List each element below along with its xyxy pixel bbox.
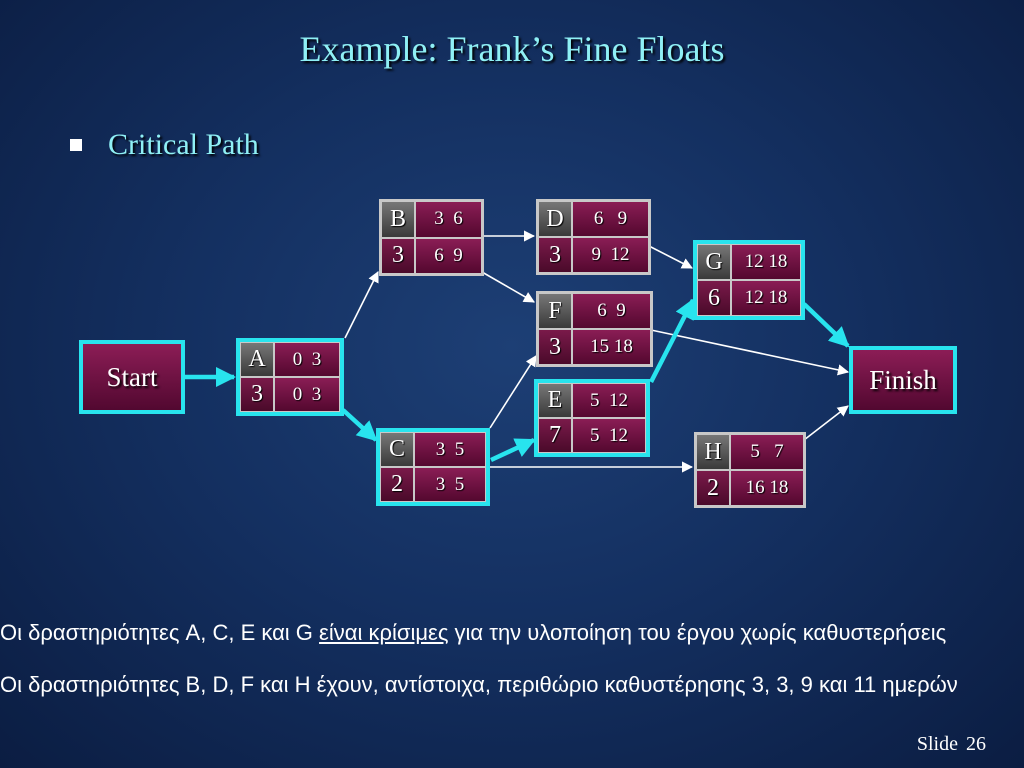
activity-late-times: 3 5 xyxy=(414,467,486,502)
start-label: Start xyxy=(106,361,158,392)
activity-duration: 2 xyxy=(380,467,414,502)
finish-node: Finish xyxy=(849,346,957,414)
finish-label: Finish xyxy=(869,364,937,395)
arrow-c-e xyxy=(490,437,536,463)
start-node: Start xyxy=(79,340,185,414)
arrow-c-f xyxy=(489,355,537,429)
activity-node-d: D 6 9 3 9 12 xyxy=(536,199,651,275)
activity-early-times: 5 12 xyxy=(572,383,646,418)
arrow-h-finish xyxy=(803,405,849,441)
activity-early-times: 0 3 xyxy=(274,342,340,377)
activity-letter: H xyxy=(696,434,730,470)
note-critical-activities: Οι δραστηριότητες A, C, E και G είναι κρ… xyxy=(0,620,1024,646)
activity-letter: C xyxy=(380,432,414,467)
slide-footer: Slide 26 xyxy=(917,733,986,756)
activity-early-times: 3 5 xyxy=(414,432,486,467)
arrow-a-c xyxy=(341,408,378,442)
note1-text-post: για την υλοποίηση του έργου χωρίς καθυστ… xyxy=(448,620,947,645)
activity-letter: A xyxy=(240,342,274,377)
arrow-f-finish xyxy=(650,329,850,376)
bullet-square-icon xyxy=(70,139,82,151)
activity-node-h: H 5 7 2 16 18 xyxy=(694,432,806,508)
activity-duration: 7 xyxy=(538,418,572,453)
activity-early-times: 5 7 xyxy=(730,434,804,470)
activity-letter: E xyxy=(538,383,572,418)
activity-letter: B xyxy=(381,201,415,238)
activity-early-times: 3 6 xyxy=(415,201,482,238)
activity-node-a: A 0 3 3 0 3 xyxy=(236,338,344,416)
activity-node-c: C 3 5 2 3 5 xyxy=(376,428,490,506)
activity-letter: D xyxy=(538,201,572,237)
activity-node-g: G 12 18 6 12 18 xyxy=(693,240,805,320)
activity-letter: G xyxy=(697,244,731,280)
activity-late-times: 15 18 xyxy=(572,329,651,365)
activity-duration: 3 xyxy=(381,237,415,274)
slide-number: 26 xyxy=(966,733,986,755)
slide-title: Example: Frank’s Fine Floats xyxy=(299,29,725,69)
activity-duration: 2 xyxy=(696,470,730,506)
activity-early-times: 6 9 xyxy=(572,201,649,237)
activity-letter: F xyxy=(538,293,572,329)
arrow-b-f xyxy=(481,271,535,303)
activity-late-times: 16 18 xyxy=(730,470,804,506)
activity-late-times: 12 18 xyxy=(731,280,801,316)
activity-duration: 6 xyxy=(697,280,731,316)
bullet-text: Critical Path xyxy=(108,128,259,161)
activity-node-b: B 3 6 3 6 9 xyxy=(379,199,484,276)
arrow-a-b xyxy=(344,270,379,339)
activity-early-times: 12 18 xyxy=(731,244,801,280)
activity-late-times: 5 12 xyxy=(572,418,646,453)
note1-text-pre: Οι δραστηριότητες A, C, E και G xyxy=(0,620,320,645)
activity-early-times: 6 9 xyxy=(572,293,651,329)
activity-late-times: 9 12 xyxy=(572,237,649,273)
activity-late-times: 6 9 xyxy=(415,237,482,274)
activity-node-f: F 6 9 3 15 18 xyxy=(536,291,653,367)
activity-late-times: 0 3 xyxy=(274,377,340,412)
arrow-d-g xyxy=(648,245,693,269)
activity-duration: 3 xyxy=(240,377,274,412)
arrow-g-finish xyxy=(802,302,850,348)
note1-text-emphasis: είναι κρίσιμες xyxy=(319,620,449,645)
activity-duration: 3 xyxy=(538,237,572,273)
note-slack-activities: Οι δραστηριότητες B, D, F και H έχουν, α… xyxy=(0,672,958,697)
slide-footer-label: Slide xyxy=(916,733,958,755)
activity-node-e: E 5 12 7 5 12 xyxy=(534,379,650,457)
arrow-e-g xyxy=(648,298,696,384)
activity-duration: 3 xyxy=(538,329,572,365)
bullet-critical-path: Critical Path xyxy=(70,128,259,162)
